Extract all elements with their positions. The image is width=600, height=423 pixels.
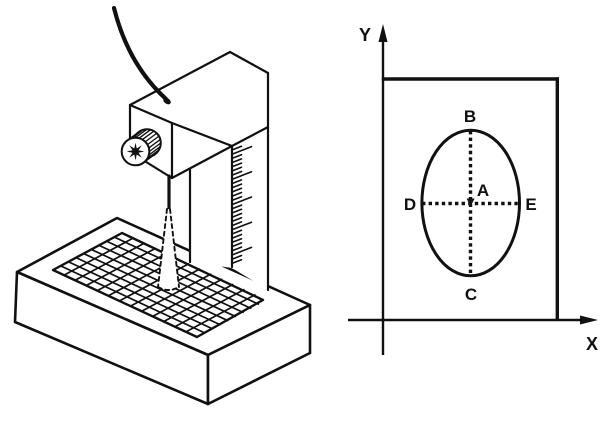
center-point-marker xyxy=(466,198,475,207)
y-axis xyxy=(378,24,388,355)
signal-cable xyxy=(111,5,171,105)
label-point-a: A xyxy=(477,181,489,200)
xy-measurement-diagram: Y X B A C D E xyxy=(348,24,598,355)
x-axis-arrowhead xyxy=(580,315,598,325)
head-to-column-upper-edge xyxy=(170,121,234,148)
machine-body-fill xyxy=(130,52,268,290)
probe-cone-fill xyxy=(158,209,179,290)
measured-circle xyxy=(420,128,522,278)
head-front-top-edge xyxy=(128,103,174,125)
worktable-right-face xyxy=(206,303,312,406)
head-top-back-edge xyxy=(128,50,232,107)
column-and-head-edges xyxy=(128,50,270,292)
x-axis xyxy=(348,315,598,325)
knob-star-icon xyxy=(126,142,145,161)
label-point-d: D xyxy=(404,195,416,214)
cable-entry-grommet xyxy=(163,97,171,105)
x-axis-label: X xyxy=(586,334,598,354)
measuring-machine-illustration xyxy=(13,5,312,406)
workpiece-plate xyxy=(381,77,559,319)
label-point-b: B xyxy=(464,107,476,126)
diagram-labels: Y X B A C D E xyxy=(359,25,598,354)
top-right-edge xyxy=(228,50,270,75)
label-point-c: C xyxy=(465,285,477,304)
label-point-e: E xyxy=(525,195,536,214)
head-bottom-depth-edge xyxy=(170,144,234,180)
probe xyxy=(157,174,180,291)
y-axis-label: Y xyxy=(359,25,371,45)
thumb-knob xyxy=(120,128,162,167)
column-top-right-slope xyxy=(230,125,270,148)
height-scale-ticks xyxy=(231,145,253,265)
probe-cone-outline xyxy=(157,208,180,291)
y-axis-arrowhead xyxy=(378,24,388,42)
cable-curve xyxy=(111,5,169,102)
